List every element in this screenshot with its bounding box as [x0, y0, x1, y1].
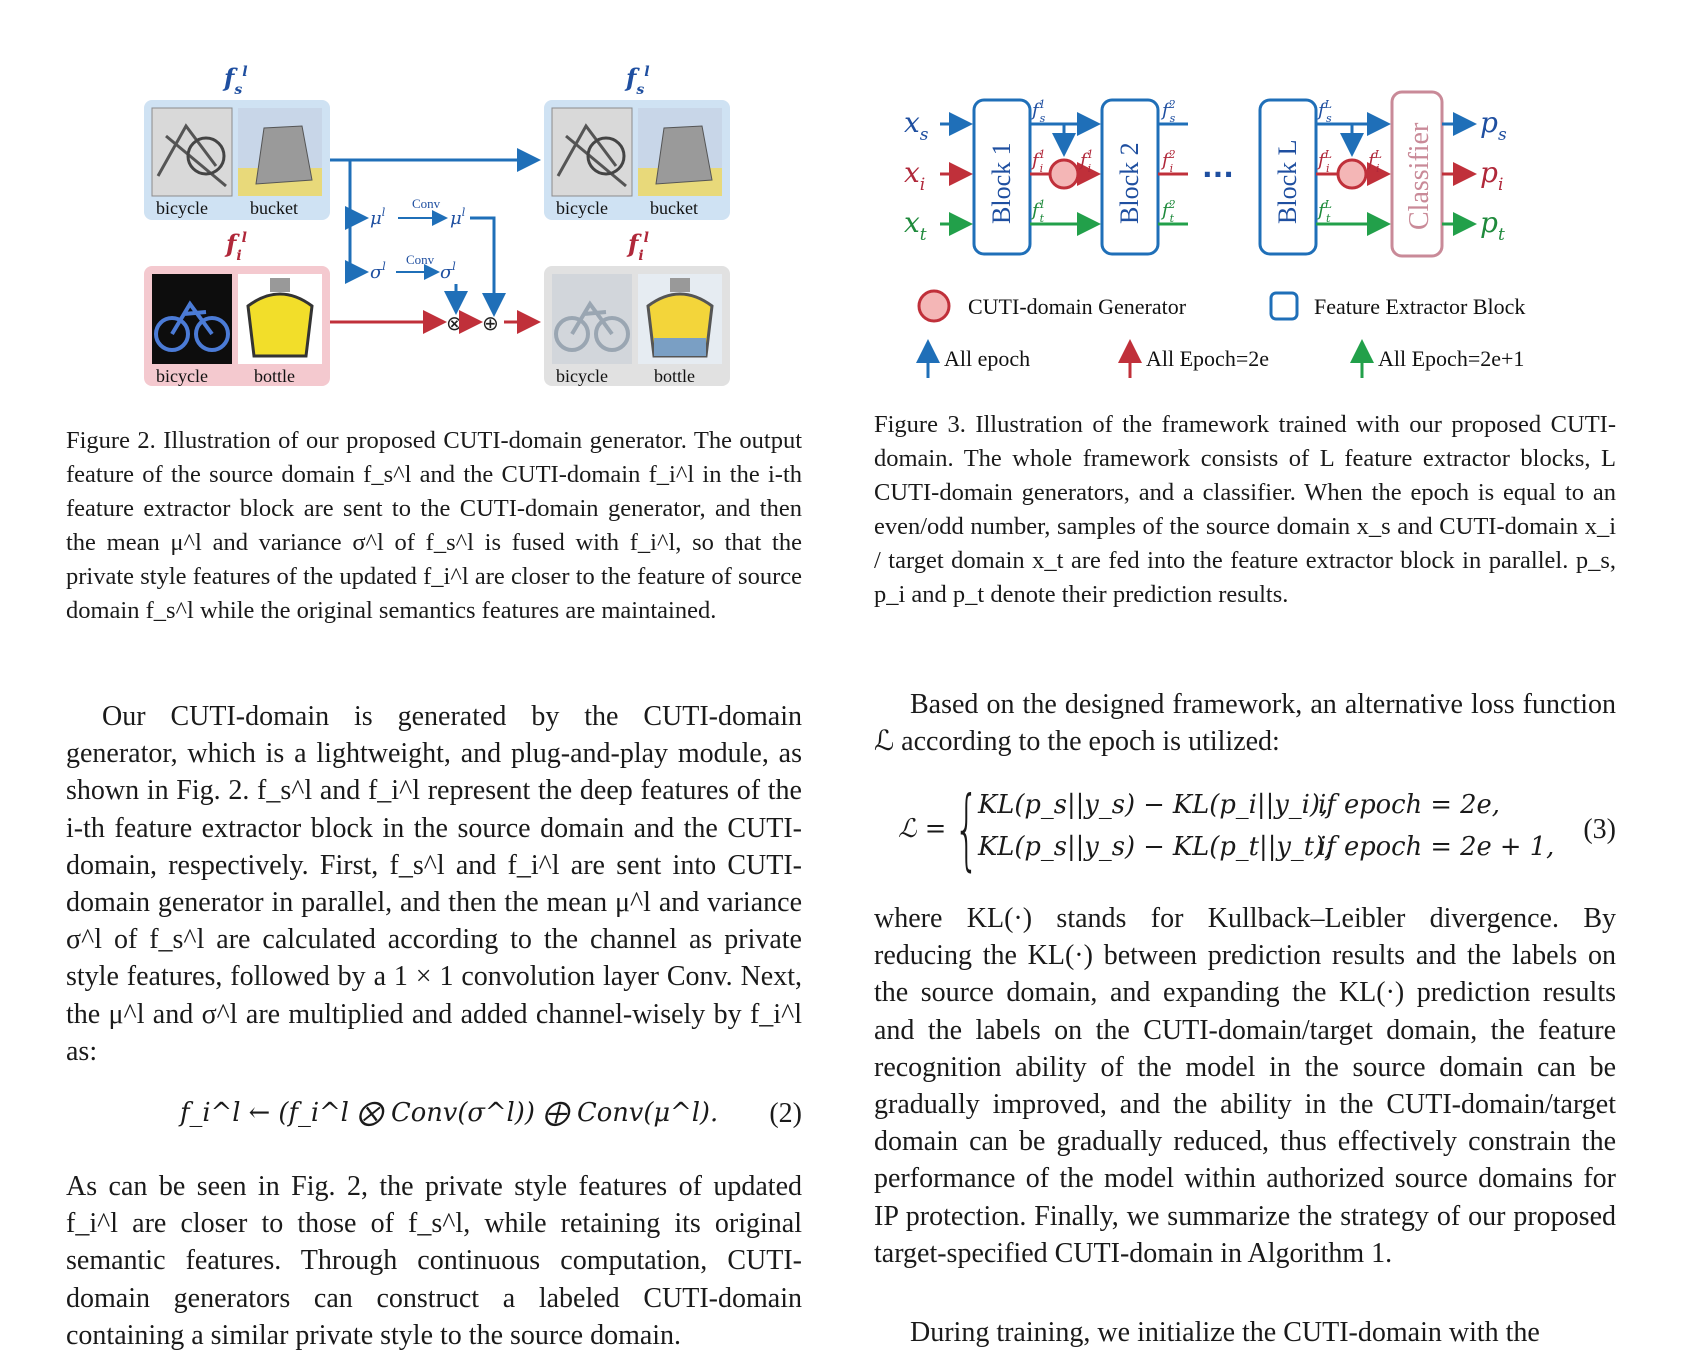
equation-3-row-2-expr: KL(p_s||y_s) − KL(p_t||y_t),	[978, 832, 1333, 862]
fig3-input-xs: xs	[904, 106, 929, 145]
fig2-tl-label-2: bucket	[250, 198, 298, 218]
paragraph-cuti-generator: Our CUTI-domain is generated by the CUTI…	[66, 701, 802, 1067]
fig3-generator-L	[1336, 158, 1368, 190]
fig2-br-label-1: bicycle	[556, 366, 608, 386]
svg-text:f1i: f1i	[1030, 148, 1046, 175]
fig3-legend-all-epoch: All epoch	[944, 346, 1030, 371]
fig2-bl-label-2: bottle	[254, 366, 295, 386]
fig3-input-xt: xt	[904, 206, 927, 245]
fig3-legend-block: Feature Extractor Block	[1314, 294, 1525, 319]
svg-text:f1s: f1s	[1030, 98, 1046, 125]
fig2-tr-label-1: bicycle	[556, 198, 608, 218]
fig3-output-pt: pt	[1480, 206, 1505, 245]
fig3-legend-generator: CUTI-domain Generator	[968, 294, 1187, 319]
svg-text:f2t: f2t	[1160, 198, 1176, 225]
figure-3-caption: Figure 3. Illustration of the framework …	[874, 411, 1616, 608]
svg-text:f1t: f1t	[1030, 198, 1046, 225]
fig3-output-ps: ps	[1480, 106, 1507, 145]
paragraph-training-start: During training, we initialize the CUTI-…	[910, 1317, 1540, 1348]
fig2-tr-label-2: bucket	[650, 198, 698, 218]
svg-text:f1i: f1i	[1078, 148, 1094, 175]
svg-text:fLi: fLi	[1316, 148, 1332, 175]
fig3-block-2	[1100, 98, 1160, 256]
equation-3-row-2: KL(p_s||y_s) − KL(p_t||y_t), if epoch = …	[978, 832, 1554, 862]
paragraph-loss-intro: Based on the designed framework, an alte…	[874, 689, 1616, 758]
paragraph-fig2-result: As can be seen in Fig. 2, the private st…	[66, 1171, 802, 1351]
fig3-legend-epoch-2e: All Epoch=2e	[1146, 346, 1269, 371]
fig2-bl-label-1: bicycle	[156, 366, 208, 386]
fig2-otimes: ⊗	[446, 311, 463, 335]
fig3-legend-generator-icon	[917, 289, 951, 323]
fig2-mu-1: μl	[370, 206, 386, 229]
equation-3: ℒ = { KL(p_s||y_s) − KL(p_i||y_i), if ep…	[898, 784, 1616, 880]
svg-text:Classifier: Classifier	[1404, 122, 1435, 230]
equation-3-lhs: ℒ =	[898, 814, 947, 844]
fig3-ellipsis: ···	[1202, 158, 1234, 191]
svg-text:f2s: f2s	[1160, 98, 1176, 125]
fig2-tl-label-1: bicycle	[156, 198, 208, 218]
equation-3-cond-1: if epoch = 2e,	[1318, 790, 1500, 820]
figure-2-caption: Figure 2. Illustration of our proposed C…	[66, 427, 802, 624]
fig3-output-pi: pi	[1480, 156, 1503, 195]
equation-3-number: (3)	[1583, 814, 1616, 845]
fig3-legend-epoch-2e1: All Epoch=2e+1	[1378, 346, 1524, 371]
figure-2: fsl fsl bicycle bucket bicycle bucket fi…	[144, 63, 730, 386]
fig2-sigma-2: σl	[440, 260, 456, 283]
equation-3-brace: {	[954, 777, 980, 880]
fig3-block-L	[1258, 98, 1318, 256]
svg-text:f2i: f2i	[1160, 148, 1176, 175]
svg-text:Block 1: Block 1	[987, 142, 1016, 224]
equation-3-cond-2: if epoch = 2e + 1,	[1318, 832, 1555, 862]
equation-2: f_i^l ← (f_i^l ⨂ Conv(σ^l)) ⨁ Conv(μ^l).…	[180, 1098, 802, 1142]
svg-text:Block L: Block L	[1273, 140, 1302, 225]
fig2-br-label-2: bottle	[654, 366, 695, 386]
fig2-oplus: ⊕	[482, 311, 499, 335]
svg-text:fLs: fLs	[1316, 98, 1332, 125]
fig2-conv-label-1: Conv	[412, 196, 441, 211]
svg-text:fLi: fLi	[1366, 148, 1382, 175]
svg-text:fLt: fLt	[1316, 198, 1332, 225]
fig2-label-fi-right: fil	[626, 229, 649, 264]
fig2-label-fs-left: fsl	[222, 63, 248, 98]
fig3-legend-block-icon	[1269, 291, 1299, 321]
fig3-generator-1	[1048, 158, 1080, 190]
fig2-mu-2: μl	[450, 206, 466, 229]
fig2-sigma-1: σl	[370, 260, 386, 283]
equation-2-expression: f_i^l ← (f_i^l ⨂ Conv(σ^l)) ⨁ Conv(μ^l).	[180, 1098, 719, 1128]
fig3-block-1	[972, 98, 1032, 256]
fig3-input-xi: xi	[904, 156, 925, 195]
equation-2-number: (2)	[769, 1098, 802, 1129]
equation-3-row-1-expr: KL(p_s||y_s) − KL(p_i||y_i),	[978, 790, 1329, 820]
equation-3-row-1: KL(p_s||y_s) − KL(p_i||y_i), if epoch = …	[978, 790, 1500, 820]
paragraph-kl-divergence: where KL(·) stands for Kullback–Leibler …	[874, 903, 1616, 1269]
fig2-label-fs-right: fsl	[624, 63, 650, 98]
fig2-label-fi-left: fil	[224, 229, 247, 264]
svg-text:Block 2: Block 2	[1115, 142, 1144, 224]
fig2-conv-label-2: Conv	[406, 252, 435, 267]
